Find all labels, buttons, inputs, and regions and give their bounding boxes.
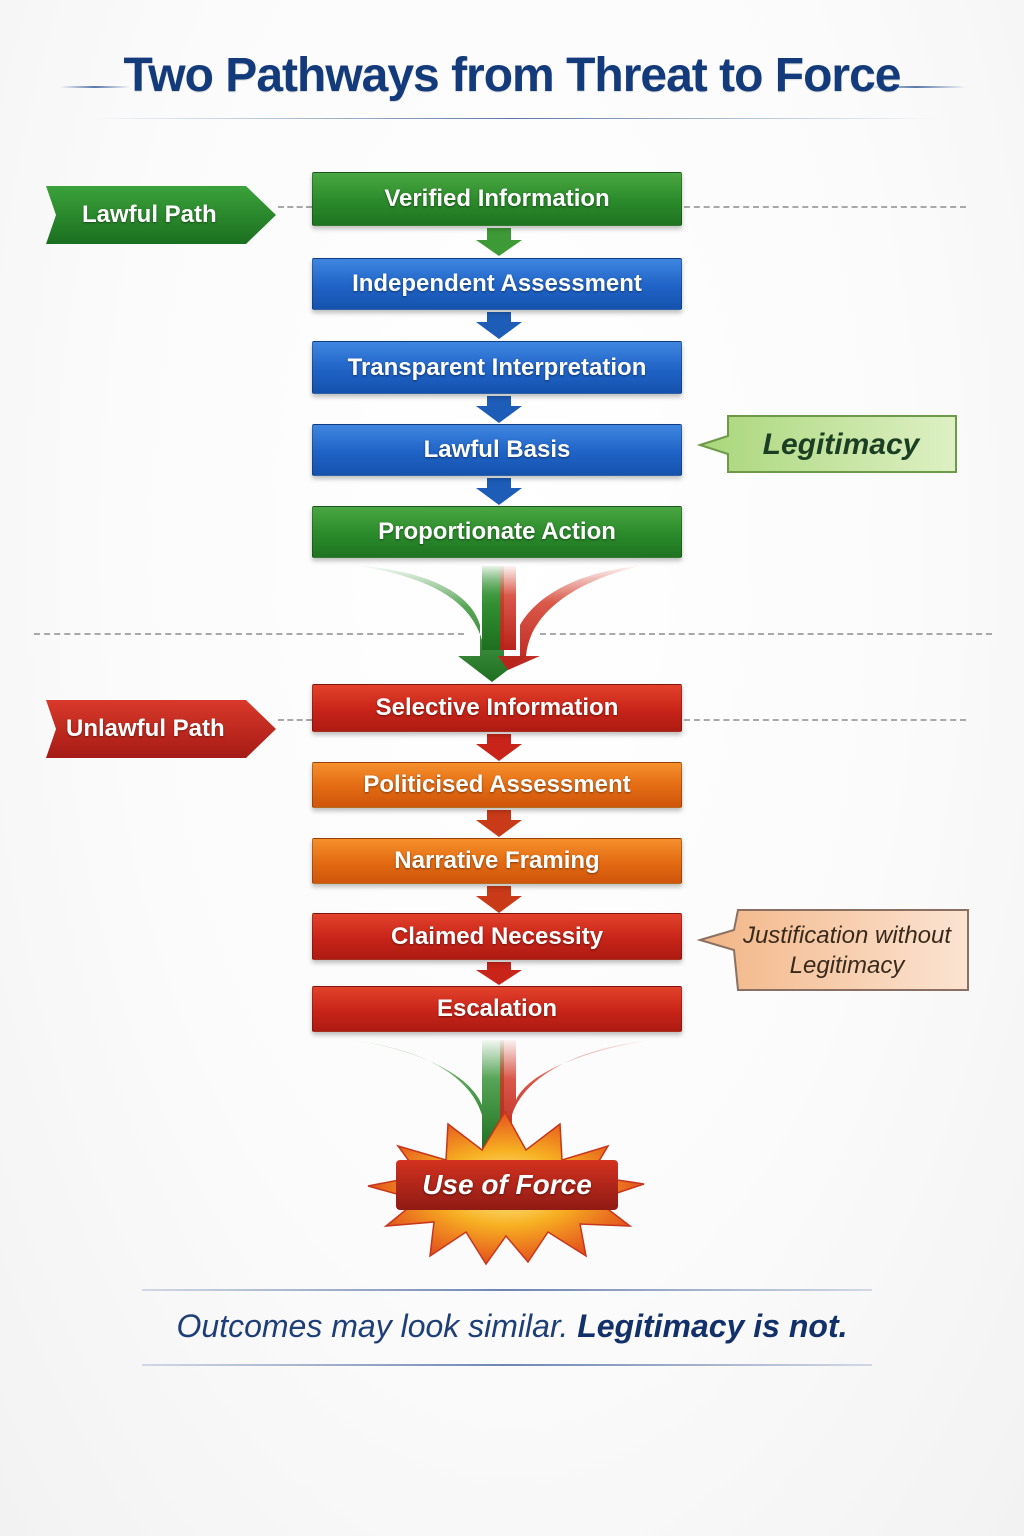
footer-rule-bottom <box>142 1364 872 1366</box>
upper-merge-flows <box>360 566 640 682</box>
unlawful-step-arrows <box>476 734 522 985</box>
title-rule-right <box>866 86 966 88</box>
section-divider-right <box>540 633 992 635</box>
use-of-force-label: Use of Force <box>422 1169 592 1200</box>
unlawful-step-claimed-necessity: Claimed Necessity <box>312 913 682 960</box>
lawful-step-verified-information: Verified Information <box>312 172 682 226</box>
unlawful-path-tag: Unlawful Path <box>46 700 276 758</box>
unlawful-dash-right <box>684 719 966 721</box>
lawful-tag-shape <box>46 186 276 244</box>
legitimacy-callout-shape <box>696 415 957 473</box>
force-banner <box>396 1160 618 1210</box>
lawful-path-label: Lawful Path <box>82 201 217 228</box>
footer-text-part2: Legitimacy is not. <box>577 1308 848 1344</box>
lawful-dash-left <box>278 206 312 208</box>
justification-callout-line2: Legitimacy <box>789 952 905 979</box>
unlawful-step-escalation: Escalation <box>312 986 682 1032</box>
lawful-step-transparent-interpretation: Transparent Interpretation <box>312 341 682 394</box>
page-title: Two Pathways from Threat to Force <box>123 49 902 102</box>
lawful-step-lawful-basis: Lawful Basis <box>312 424 682 476</box>
justification-callout: Justification without Legitimacy <box>696 909 970 992</box>
title-underline <box>90 118 936 119</box>
footer-rule-top <box>142 1289 872 1291</box>
justification-callout-line1: Justification without <box>742 922 952 949</box>
unlawful-tag-shape <box>46 700 276 758</box>
lawful-path-tag: Lawful Path <box>46 186 276 244</box>
unlawful-step-selective-information: Selective Information <box>312 684 682 732</box>
unlawful-step-politicised-assessment: Politicised Assessment <box>312 762 682 808</box>
lawful-dash-right <box>684 206 966 208</box>
section-divider-left <box>34 633 464 635</box>
footer-text-part1: Outcomes may look similar. <box>176 1308 569 1344</box>
unlawful-dash-left <box>278 719 312 721</box>
legitimacy-callout-text: Legitimacy <box>762 428 920 461</box>
legitimacy-callout: Legitimacy <box>696 415 958 474</box>
unlawful-step-narrative-framing: Narrative Framing <box>312 838 682 884</box>
lawful-step-proportionate-action: Proportionate Action <box>312 506 682 558</box>
lawful-step-independent-assessment: Independent Assessment <box>312 258 682 310</box>
justification-callout-shape <box>696 909 969 991</box>
lawful-step-arrows <box>476 228 522 505</box>
unlawful-path-label: Unlawful Path <box>66 715 225 742</box>
footer-caption: Outcomes may look similar. Legitimacy is… <box>0 1308 1024 1345</box>
title-rule-left <box>60 86 130 88</box>
